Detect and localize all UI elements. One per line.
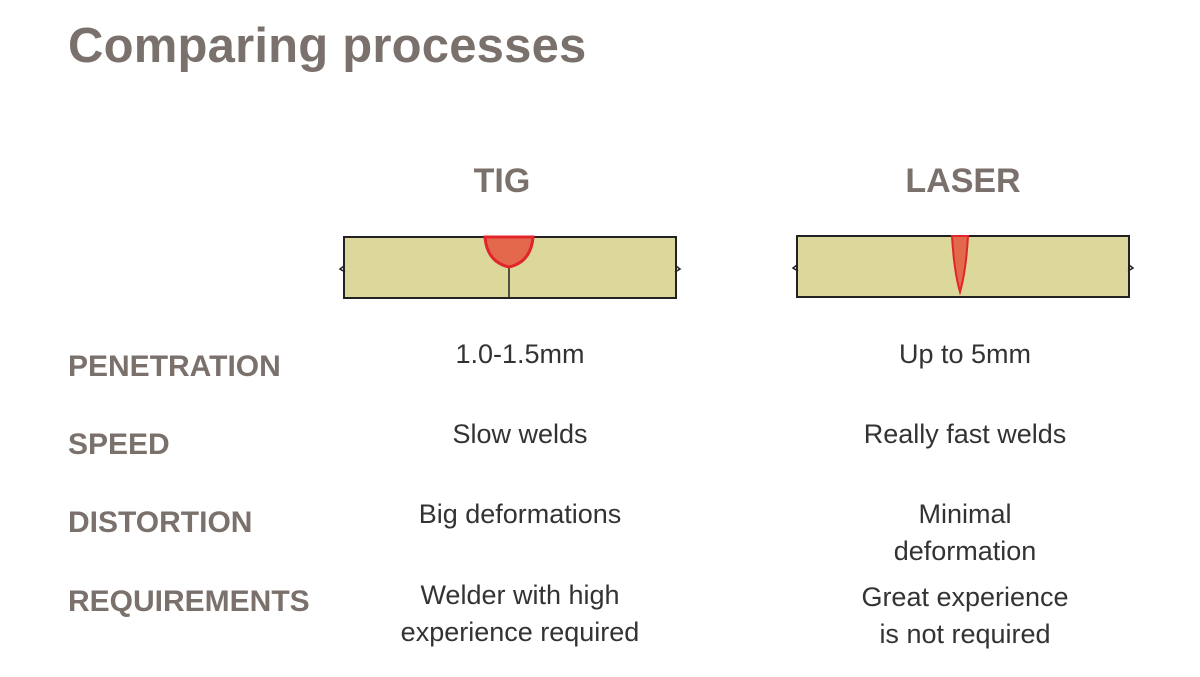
- tig-distortion-value: Big deformations: [418, 499, 622, 529]
- row-label-distortion: DISTORTION: [68, 506, 253, 539]
- laser-speed-value: Really fast welds: [863, 419, 1067, 449]
- tig-requirements-value: Welder with high experience required: [400, 580, 640, 647]
- page-title: Comparing processes: [68, 19, 587, 73]
- laser-distortion-value: Minimal deformation: [893, 499, 1037, 566]
- column-header-tig: TIG: [473, 162, 531, 200]
- row-label-requirements: REQUIREMENTS: [68, 585, 310, 618]
- tig-plate-break-left: [338, 265, 346, 273]
- laser-plate-break-right: [1127, 264, 1135, 272]
- tig-weld-bead: [483, 235, 535, 269]
- tig-speed-value: Slow welds: [452, 419, 588, 449]
- laser-plate-break-left: [791, 264, 799, 272]
- column-header-laser: LASER: [905, 162, 1021, 200]
- laser-requirements-value: Great experience is not required: [861, 582, 1069, 649]
- tig-plate-break-right: [674, 265, 682, 273]
- tig-penetration-value: 1.0-1.5mm: [455, 339, 585, 369]
- row-label-penetration: PENETRATION: [68, 350, 281, 383]
- tig-weld-illustration: [338, 235, 682, 299]
- row-label-speed: SPEED: [68, 428, 170, 461]
- laser-weld-illustration: [791, 235, 1135, 298]
- laser-penetration-value: Up to 5mm: [898, 339, 1032, 369]
- laser-weld-bead: [950, 235, 970, 296]
